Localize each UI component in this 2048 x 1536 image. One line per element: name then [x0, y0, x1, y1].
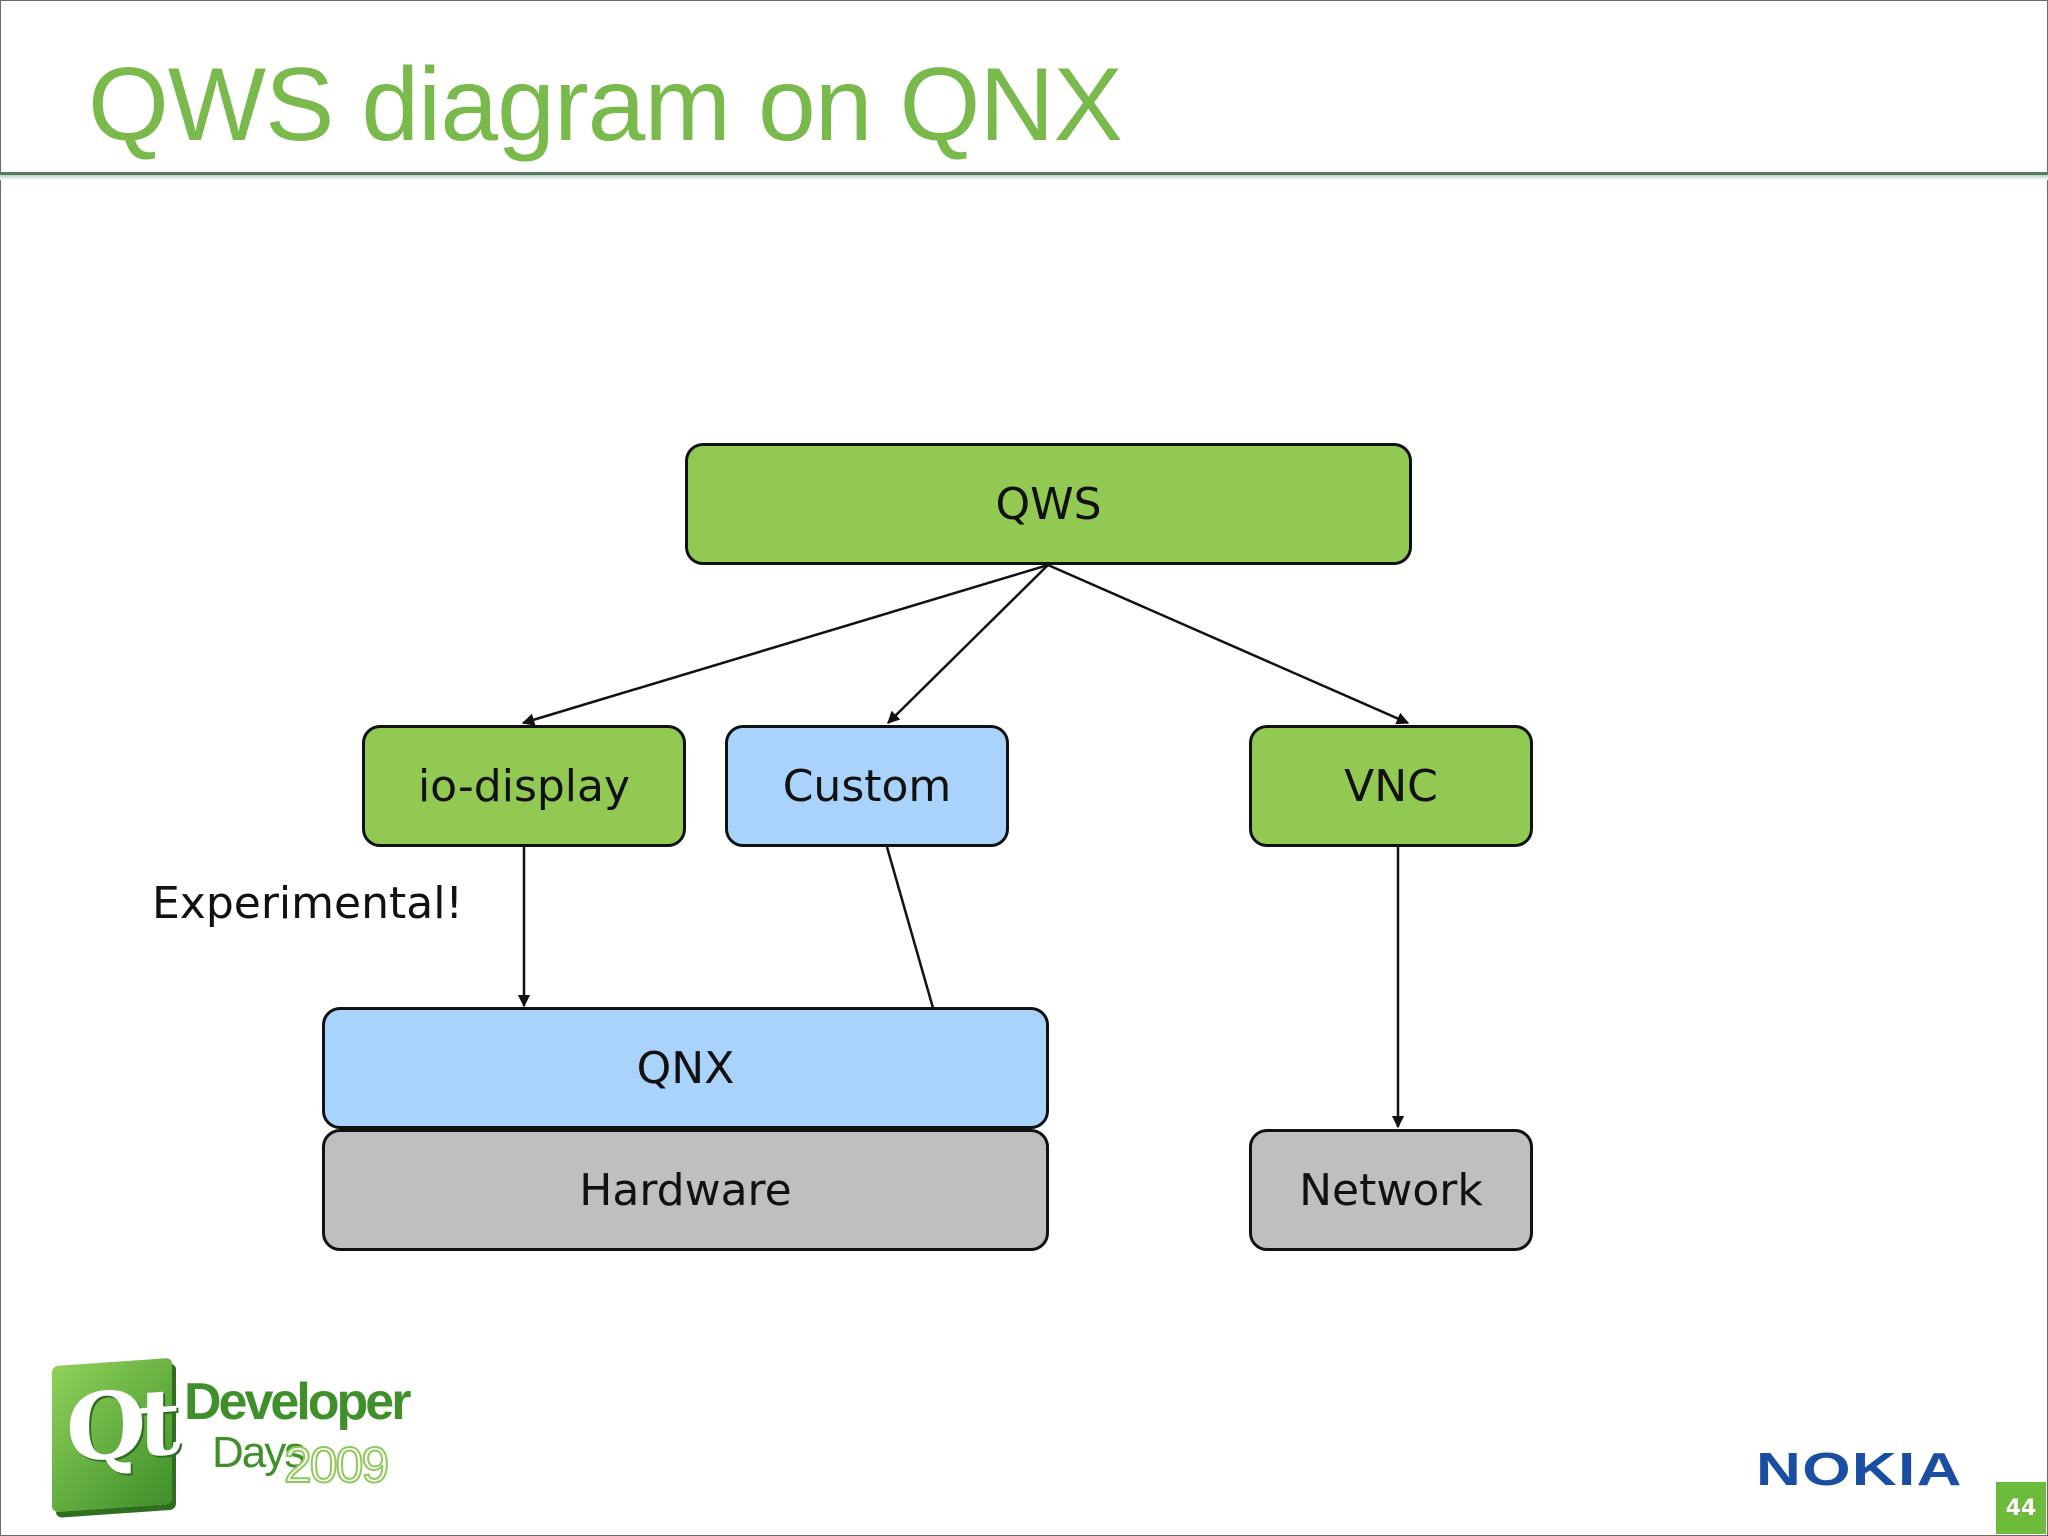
node-qws-label: QWS [995, 478, 1102, 530]
node-custom: Custom [725, 725, 1009, 847]
experimental-note: Experimental! [152, 878, 464, 929]
node-hardware: Hardware [322, 1129, 1049, 1251]
node-vnc: VNC [1249, 725, 1533, 847]
title-divider [0, 172, 2048, 175]
node-io-display: io-display [362, 725, 686, 847]
node-network: Network [1249, 1129, 1533, 1251]
nokia-logo: NOKIA [1756, 1443, 1963, 1495]
logo-developer-text: Developer [184, 1373, 411, 1431]
node-qnx-label: QNX [636, 1042, 735, 1094]
qt-logo-icon: Qt [52, 1357, 173, 1513]
node-hardware-label: Hardware [579, 1164, 792, 1216]
node-custom-label: Custom [782, 760, 952, 812]
node-qnx: QNX [322, 1007, 1049, 1129]
node-io-display-label: io-display [417, 760, 631, 812]
slide-title: QWS diagram on QNX [88, 47, 1123, 163]
qt-logo-text: Qt [66, 1367, 173, 1484]
title-divider-shadow [0, 175, 2048, 180]
node-vnc-label: VNC [1344, 760, 1438, 812]
logo-days-text: Days [212, 1428, 306, 1477]
page-number: 44 [1996, 1482, 2046, 1534]
logo-year-text: 2009 [283, 1436, 390, 1494]
node-qws: QWS [685, 443, 1412, 565]
qt-developer-days-logo: Qt Developer Days 2009 [52, 1357, 411, 1518]
node-network-label: Network [1299, 1164, 1483, 1216]
